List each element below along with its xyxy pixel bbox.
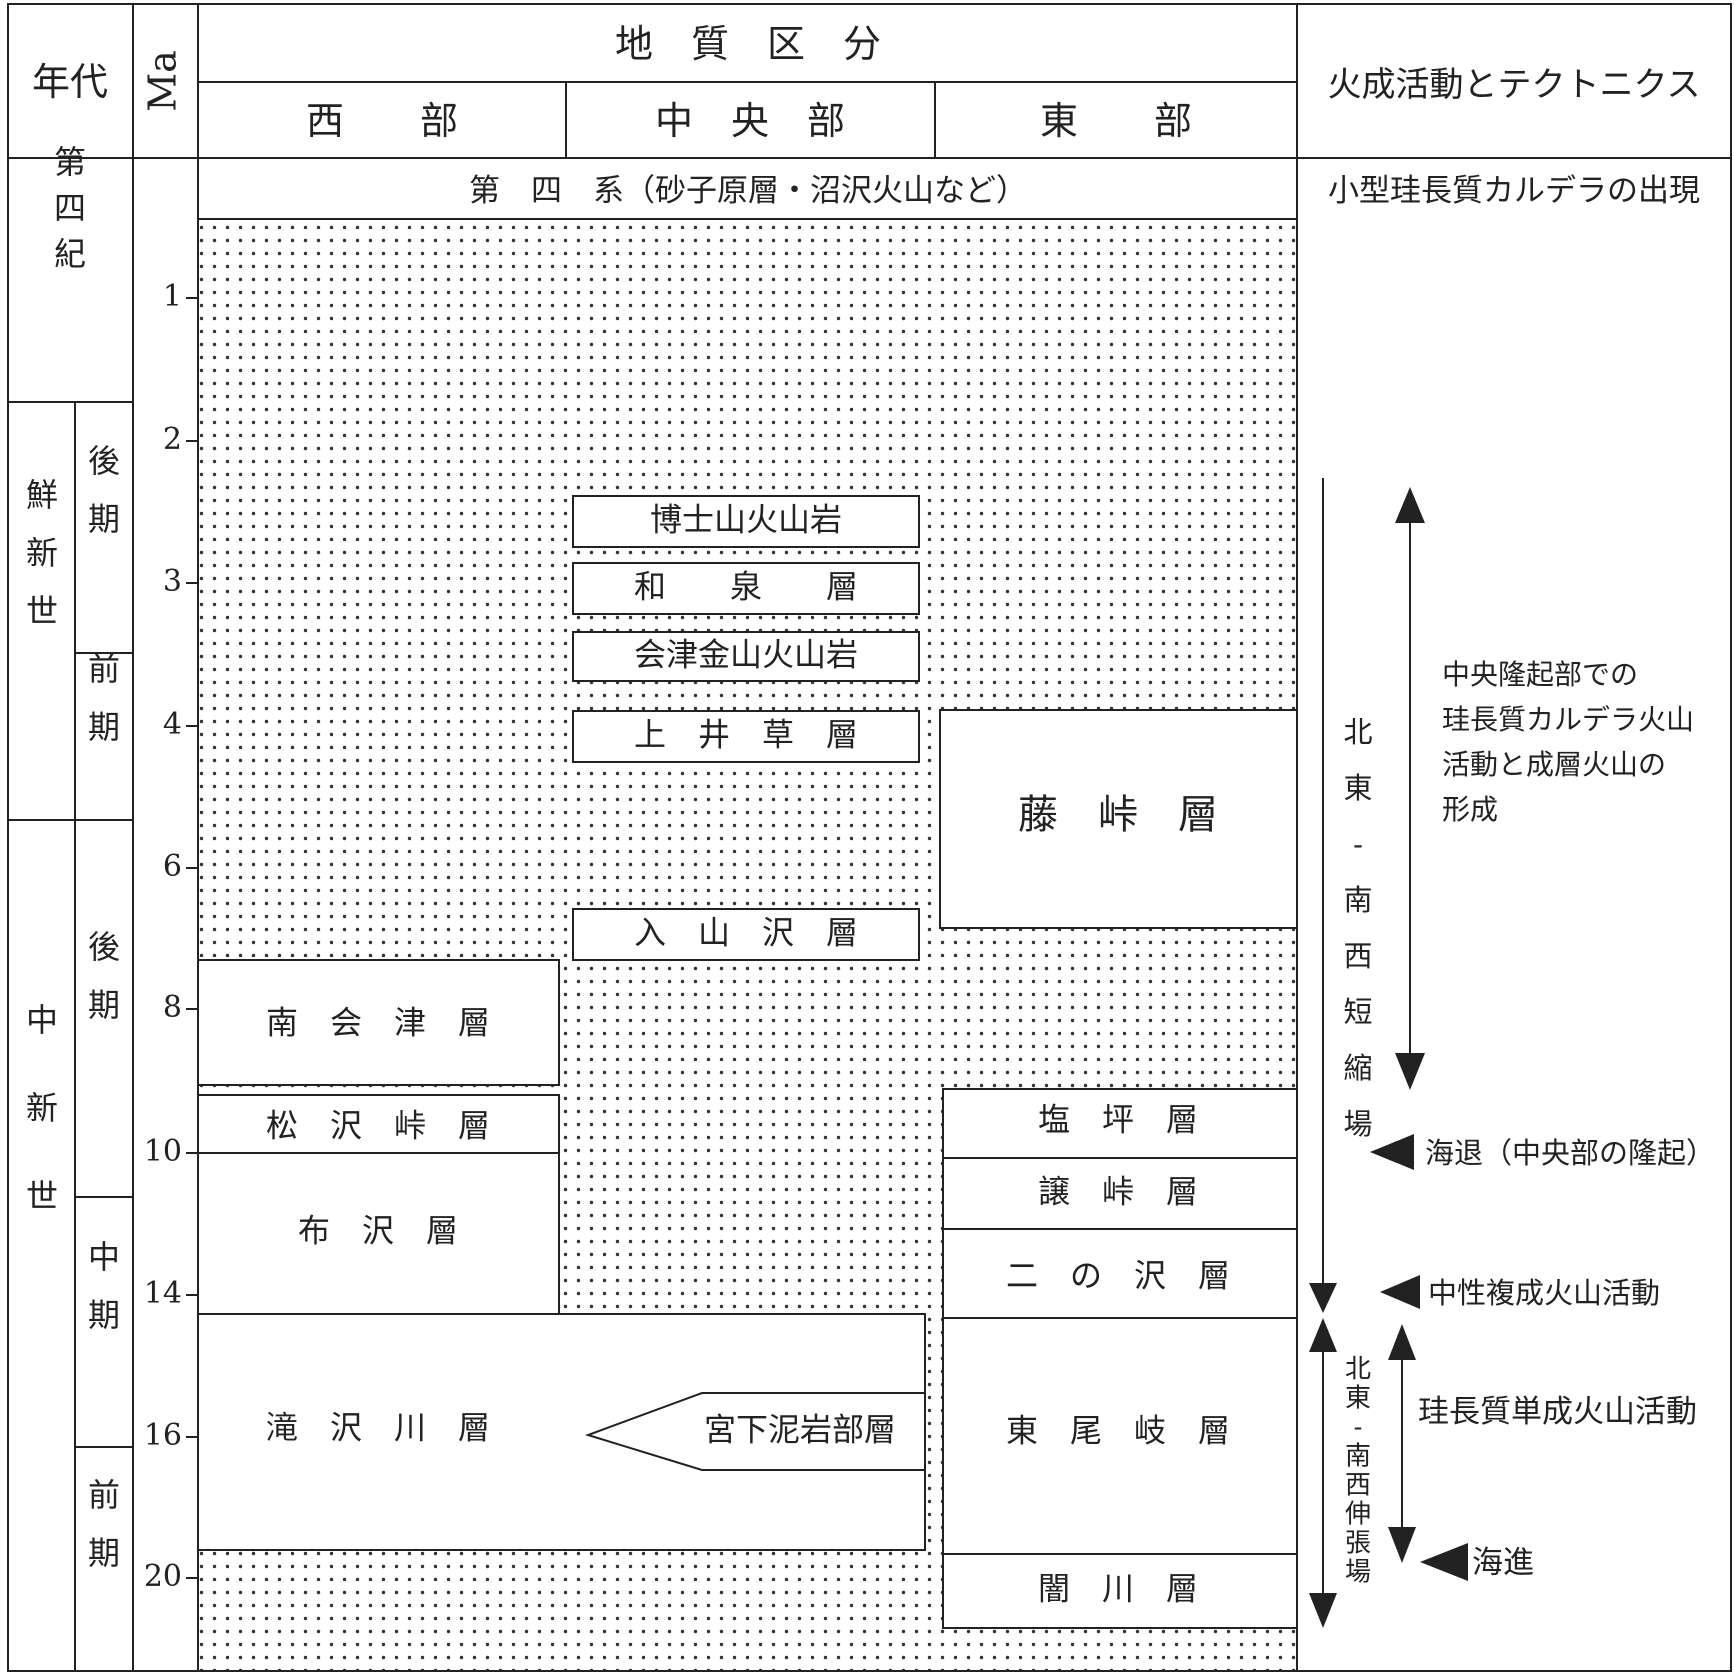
label-minamiaizu: 南 会 津 層 (266, 1004, 490, 1042)
quaternary-label: 第四紀 (54, 143, 86, 273)
marker-triangle-icon (1380, 1275, 1420, 1309)
box-ninosawa (942, 1228, 1298, 1319)
arrow-head-icon (1388, 1527, 1416, 1563)
box-miyashita-member (584, 1392, 926, 1471)
ma-tick-label: 1 (163, 279, 182, 314)
label-higashiomata: 東 尾 岐 層 (1006, 1412, 1230, 1450)
region-west-header: 西 部 (306, 99, 458, 143)
caldera-activity-line-4: 形成 (1442, 793, 1498, 826)
regression-event: 海退（中央部の隆起） (1425, 1136, 1715, 1170)
pliocene-late-label: 後期 (88, 442, 120, 538)
extension-field-label: 北東-南西伸張場 (1345, 1355, 1371, 1588)
box-nunosawa (197, 1152, 560, 1315)
box-kuragawa (942, 1553, 1298, 1629)
label-shiotsubo: 塩 坪 層 (1038, 1101, 1198, 1139)
label-ninosawa: 二 の 沢 層 (1006, 1257, 1230, 1295)
ma-axis: 1 2 3 4 6 8 10 14 16 20 (144, 279, 198, 1594)
box-yuzuritoge (942, 1157, 1298, 1230)
outer-border (7, 3, 1732, 1672)
intermediate-volcanism-event: 中性複成火山活動 (1428, 1276, 1660, 1310)
compression-field-label: 北東-南西短縮場 (1343, 715, 1372, 1141)
label-kamiigusa: 上 井 草 層 (634, 716, 858, 754)
box-hakaseyama (572, 495, 920, 548)
box-higashiomata (942, 1317, 1298, 1555)
marker-triangle-icon (1370, 1134, 1414, 1170)
felsic-monogenetic-event: 珪長質単成火山活動 (1418, 1394, 1697, 1430)
label-fujitoge: 藤 峠 層 (1018, 792, 1218, 838)
arrow-head-icon (1395, 1053, 1425, 1090)
box-matsuzawatoge (197, 1094, 560, 1154)
box-minamiaizu (197, 959, 560, 1086)
ma-tick-label: 3 (163, 564, 182, 599)
pliocene-label: 鮮新世 (26, 476, 58, 630)
miocene-label: 中新世 (26, 1001, 58, 1215)
caldera-activity-line-1: 中央隆起部での (1442, 658, 1638, 691)
ma-tick-label: 4 (163, 707, 182, 742)
box-shiotsubo (942, 1088, 1298, 1159)
caldera-activity-line-2: 珪長質カルデラ火山 (1442, 703, 1694, 736)
label-kuragawa: 闇 川 層 (1038, 1570, 1198, 1608)
miocene-middle-label: 中期 (88, 1238, 120, 1334)
label-yuzuritoge: 譲 峠 層 (1038, 1173, 1198, 1211)
igneous-tectonics-header: 火成活動とテクトニクス (1328, 65, 1701, 105)
label-hakaseyama: 博士山火山岩 (650, 501, 842, 539)
box-aizukanayama (572, 631, 920, 682)
transgression-event: 海進 (1472, 1545, 1534, 1581)
age-header: 年代 (32, 60, 108, 104)
marker-triangle-icon (1420, 1543, 1468, 1581)
region-east-header: 東 部 (1040, 99, 1192, 143)
arrow-head-icon (1388, 1324, 1416, 1360)
geologic-division-header: 地 質 区 分 (615, 22, 881, 66)
ma-tick-label: 8 (163, 990, 182, 1025)
box-kamiigusa (572, 710, 920, 763)
ma-tick-label: 2 (163, 422, 182, 457)
label-miyashita-member: 宮下泥岩部層 (704, 1411, 896, 1449)
caldera-activity-line-3: 活動と成層火山の (1442, 748, 1666, 781)
box-fujitoge (939, 709, 1298, 929)
ma-tick-label: 10 (144, 1134, 182, 1169)
arrow-head-icon (1395, 487, 1425, 523)
label-izumi: 和 泉 層 (634, 568, 858, 606)
ma-tick-label: 6 (163, 849, 182, 884)
pliocene-early-label: 前期 (88, 650, 120, 746)
box-izumi (572, 562, 920, 615)
miocene-early-label: 前期 (88, 1476, 120, 1572)
label-matsuzawatoge: 松 沢 峠 層 (266, 1107, 490, 1145)
small-caldera-event: 小型珪長質カルデラの出現 (1328, 173, 1700, 209)
box-iriyamazawa (572, 908, 920, 961)
label-iriyamazawa: 入 山 沢 層 (634, 914, 858, 952)
ma-tick-label: 14 (144, 1276, 182, 1311)
arrow-head-icon (1309, 1318, 1337, 1352)
arrow-head-icon (1309, 1283, 1337, 1313)
ma-header: Ma (141, 50, 185, 112)
ma-tick-label: 16 (144, 1418, 182, 1453)
label-takizawagawa: 滝 沢 川 層 (266, 1409, 490, 1447)
label-aizukanayama: 会津金山火山岩 (634, 636, 858, 674)
label-nunosawa: 布 沢 層 (298, 1212, 458, 1250)
ma-tick-label: 20 (144, 1559, 182, 1594)
quaternary-system-label: 第 四 系（砂子原層・沼沢火山など） (469, 173, 1027, 209)
arrow-head-icon (1309, 1593, 1337, 1628)
region-central-header: 中 央 部 (655, 99, 845, 143)
miocene-late-label: 後期 (88, 928, 120, 1024)
